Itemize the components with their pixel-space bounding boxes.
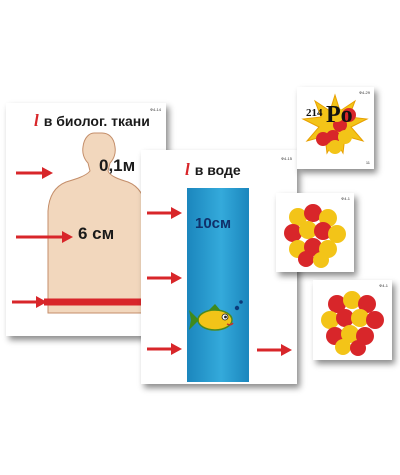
card-code: Ф4-14 <box>149 107 161 112</box>
arrow-waist-level <box>12 296 150 308</box>
arrow-water-1 <box>147 207 182 219</box>
arrow-head-level <box>16 167 53 179</box>
mass-number: 214 <box>306 107 323 119</box>
page-number: 11 <box>365 160 370 165</box>
card-code: Ф4-29 <box>358 90 370 95</box>
card-nucleus-2: Ф4-1 <box>313 280 392 360</box>
range-tissue-top: 0,1м <box>99 156 136 175</box>
range-water: 10см <box>195 215 232 232</box>
card-polonium: Ф4-29 214 Po 11 <box>297 87 374 169</box>
arrow-water-exit <box>257 344 292 356</box>
element-symbol: Po <box>326 102 353 128</box>
card-title-text: в воде <box>194 162 241 178</box>
arrow-water-2 <box>147 272 182 284</box>
water-column <box>187 188 249 382</box>
length-symbol: l <box>185 160 190 179</box>
range-tissue-mid: 6 см <box>78 224 115 243</box>
fish-icon <box>189 300 243 331</box>
atomic-nucleus-icon <box>321 291 384 356</box>
card-title-text: в биолог. ткани <box>43 113 150 129</box>
card-code: Ф4-1 <box>341 196 350 201</box>
card-nucleus-1: Ф4-1 <box>276 193 354 272</box>
nucleus-small <box>316 108 356 154</box>
card-code: Ф4-15 <box>280 156 292 161</box>
card-code: Ф4-1 <box>379 283 388 288</box>
arrow-water-3 <box>147 343 182 355</box>
arrow-chest-level <box>16 231 73 243</box>
length-symbol: l <box>34 111 39 130</box>
atomic-nucleus-icon <box>284 204 346 268</box>
